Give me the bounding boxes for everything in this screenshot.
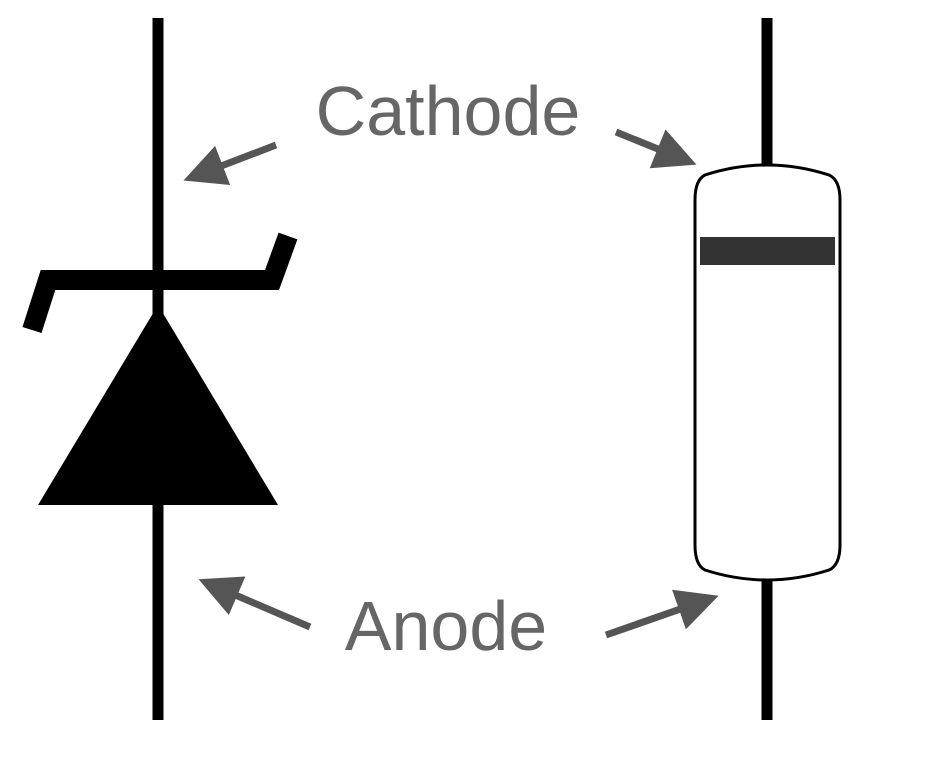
cathode-band bbox=[700, 237, 835, 265]
arrow-anode-component bbox=[604, 589, 719, 639]
arrow-cathode-component bbox=[614, 128, 697, 169]
symbol-triangle bbox=[38, 305, 278, 505]
physical-diode bbox=[693, 18, 842, 720]
cathode-label: Cathode bbox=[316, 72, 581, 150]
arrow-cathode-symbol bbox=[183, 141, 278, 186]
anode-label: Anode bbox=[345, 587, 547, 665]
component-body bbox=[693, 163, 842, 582]
arrow-anode-symbol bbox=[198, 576, 312, 631]
arrows bbox=[183, 128, 719, 639]
symbol-zener-bar bbox=[22, 232, 298, 334]
zener-symbol bbox=[22, 18, 298, 720]
